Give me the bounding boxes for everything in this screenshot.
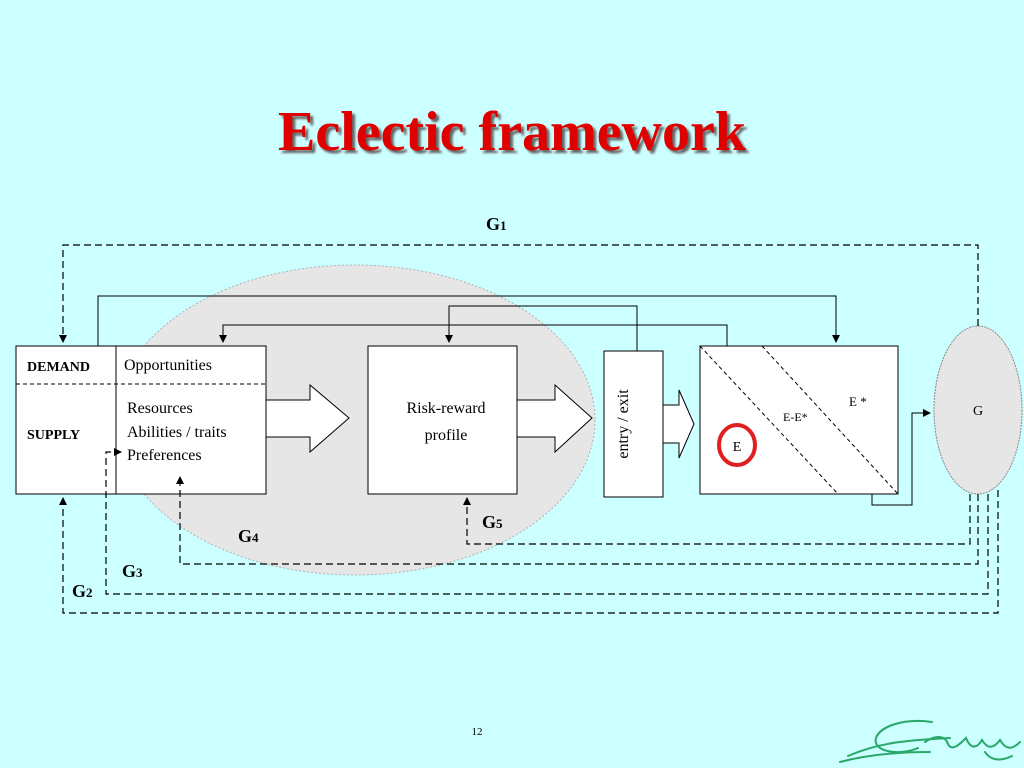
e-highlight-circle — [717, 423, 757, 467]
solid-connector-to-g — [871, 409, 931, 506]
solid-connector-middle — [219, 324, 728, 346]
e-diff-label: E-E* — [783, 410, 808, 424]
resources-label: Resources — [127, 400, 193, 417]
slide-title: Eclectic framework — [278, 101, 746, 163]
flow-arrow-1 — [265, 383, 350, 454]
preferences-label: Preferences — [127, 447, 202, 464]
solid-connector-entry — [445, 305, 638, 351]
risk-reward-line1: Risk-reward — [406, 400, 485, 417]
feedback-loop-g2 — [59, 490, 999, 614]
supply-label: SUPPLY — [27, 428, 80, 443]
g4-label: G4 — [238, 526, 259, 546]
e-star-label: E * — [849, 394, 867, 409]
g2-label: G2 — [72, 581, 93, 601]
g-node-label: G — [973, 404, 983, 419]
risk-reward-line2: profile — [425, 427, 468, 444]
demand-label: DEMAND — [27, 360, 90, 375]
g1-label: G1 — [486, 214, 507, 234]
g-node: G — [933, 325, 1023, 495]
e-label: E — [733, 440, 742, 455]
erasmus-logo — [839, 720, 1021, 763]
opportunities-label: Opportunities — [124, 357, 212, 374]
risk-reward-box: Risk-reward profile — [367, 345, 518, 495]
abilities-label: Abilities / traits — [127, 424, 227, 441]
flow-arrow-2 — [516, 383, 593, 454]
background-ellipse — [114, 264, 596, 576]
g5-label: G5 — [482, 512, 503, 532]
feedback-loop-g5 — [463, 494, 971, 545]
g3-label: G3 — [122, 561, 143, 581]
feedback-loop-g3 — [105, 448, 989, 595]
feedback-loop-g4 — [176, 476, 979, 565]
entry-exit-box: entry / exit — [603, 350, 664, 498]
flow-arrow-3 — [662, 389, 695, 459]
demand-supply-box: DEMAND SUPPLY Opportunities Resources Ab… — [15, 345, 267, 495]
entry-exit-label: entry / exit — [615, 389, 632, 459]
page-number: 12 — [471, 726, 483, 738]
solid-connector-top — [97, 295, 840, 346]
equilibrium-box: E * E-E* E — [699, 345, 899, 495]
